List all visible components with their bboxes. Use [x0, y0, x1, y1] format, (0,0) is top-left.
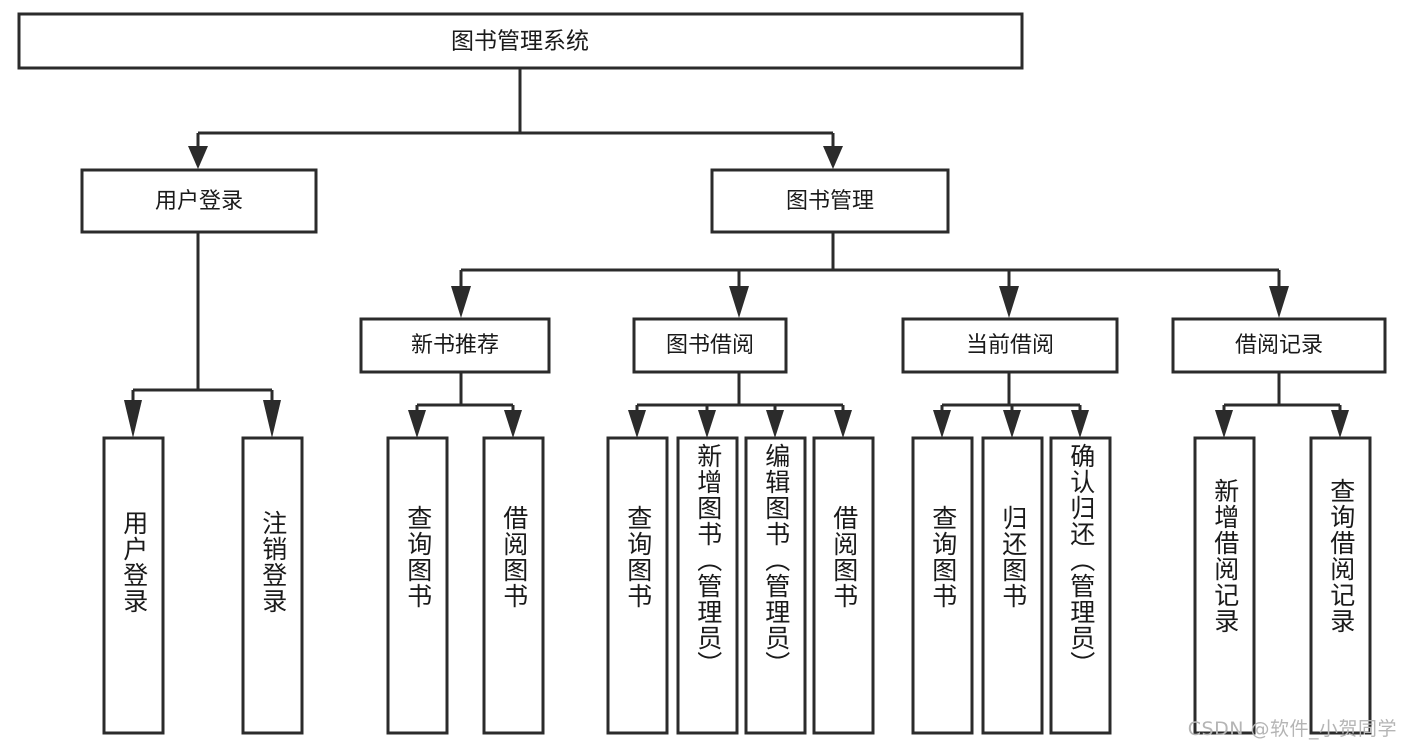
arrow-head-cb-leaf-1: [933, 410, 951, 438]
leaf-box-book-borrow-1[interactable]: [606, 436, 669, 735]
leaf-box-new-book-2[interactable]: [482, 436, 545, 735]
leaf-box-borrow-record-2[interactable]: [1309, 436, 1372, 735]
connectors-book-manage-to-level3: [451, 232, 1289, 318]
arrow-head-nb-leaf-1: [408, 410, 426, 438]
arrow-head-new-book: [451, 286, 471, 318]
node-borrow-record[interactable]: 借阅记录: [1171, 317, 1387, 374]
node-book-borrow-box[interactable]: [632, 317, 788, 374]
leaf-box-new-book-1[interactable]: [386, 436, 449, 735]
node-current-borrow-label: 当前借阅: [966, 333, 1054, 358]
arrow-head-br-leaf-2: [1331, 410, 1349, 438]
node-book-manage-box[interactable]: [710, 168, 950, 234]
leaf-box-current-borrow-2[interactable]: [981, 436, 1044, 735]
leaf-boxes-new-book-recommend: [386, 436, 545, 735]
leaf-box-borrow-record-1[interactable]: [1193, 436, 1256, 735]
leaf-boxes-user-login: [102, 436, 304, 735]
arrow-head-ul-leaf-1: [124, 400, 142, 438]
arrow-head-nb-leaf-2: [504, 410, 522, 438]
connectors-current-borrow-to-leaves: [933, 372, 1089, 438]
node-user-login-box[interactable]: [80, 168, 318, 234]
leaf-boxes-current-borrow: [911, 436, 1112, 735]
leaf-box-book-borrow-3[interactable]: [744, 436, 807, 735]
connectors-new-book-to-leaves: [408, 372, 522, 438]
arrow-head-ul-leaf-2: [263, 400, 281, 438]
connectors-user-login-to-leaves: [124, 232, 281, 438]
node-book-borrow-label: 图书借阅: [666, 333, 754, 358]
arrow-head-cb-leaf-3: [1071, 410, 1089, 438]
leaf-box-current-borrow-1[interactable]: [911, 436, 974, 735]
node-book-borrow[interactable]: 图书借阅: [632, 317, 788, 374]
node-new-book-recommend-box[interactable]: [359, 317, 551, 374]
arrow-head-bb-leaf-4: [834, 410, 852, 438]
leaf-box-user-login-2[interactable]: [241, 436, 304, 735]
arrow-head-user-login: [188, 146, 208, 169]
node-new-book-recommend[interactable]: 新书推荐: [359, 317, 551, 374]
arrow-head-borrow-record: [1269, 286, 1289, 318]
node-root-box[interactable]: [17, 12, 1024, 70]
arrow-head-br-leaf-1: [1215, 410, 1233, 438]
leaf-box-book-borrow-4[interactable]: [812, 436, 875, 735]
connectors-borrow-record-to-leaves: [1215, 372, 1349, 438]
leaf-boxes-borrow-record: [1193, 436, 1372, 735]
leaf-boxes-book-borrow: [606, 436, 875, 735]
arrow-head-cb-leaf-2: [1003, 410, 1021, 438]
watermark-text: CSDN @软件_小贺同学: [1187, 718, 1397, 740]
node-current-borrow-box[interactable]: [901, 317, 1119, 374]
leaf-box-book-borrow-2[interactable]: [676, 436, 739, 735]
leaf-box-user-login-1[interactable]: [102, 436, 165, 735]
node-borrow-record-label: 借阅记录: [1235, 333, 1323, 358]
node-root[interactable]: 图书管理系统: [17, 12, 1024, 70]
arrow-head-bb-leaf-1: [628, 410, 646, 438]
arrow-head-book-manage: [823, 146, 843, 169]
node-book-manage-label: 图书管理: [786, 189, 874, 214]
node-user-login-label: 用户登录: [155, 189, 243, 214]
arrow-head-bb-leaf-3: [766, 410, 784, 438]
connectors-book-borrow-to-leaves: [628, 372, 852, 438]
node-current-borrow[interactable]: 当前借阅: [901, 317, 1119, 374]
arrow-head-book-borrow: [729, 286, 749, 318]
node-new-book-recommend-label: 新书推荐: [411, 333, 499, 358]
connectors-root-to-level2: [188, 68, 843, 169]
arrow-head-bb-leaf-2: [698, 410, 716, 438]
arrow-head-current-borrow: [999, 286, 1019, 318]
node-borrow-record-box[interactable]: [1171, 317, 1387, 374]
node-book-manage[interactable]: 图书管理: [710, 168, 950, 234]
node-root-label: 图书管理系统: [451, 29, 589, 55]
node-user-login[interactable]: 用户登录: [80, 168, 318, 234]
leaf-box-current-borrow-3[interactable]: [1049, 436, 1112, 735]
